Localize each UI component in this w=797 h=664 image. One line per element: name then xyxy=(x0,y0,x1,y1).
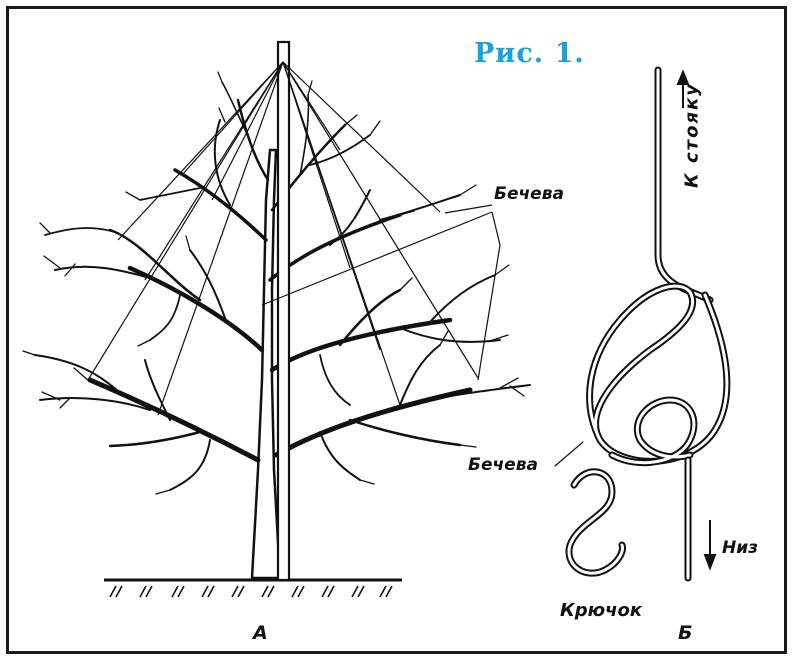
tree-branches xyxy=(22,71,531,495)
hook-label: Крючок xyxy=(560,600,643,621)
twine-label-a: Бечева xyxy=(494,184,564,204)
arrow-up-icon xyxy=(676,69,690,108)
panel-a-label: А xyxy=(253,622,268,644)
ground xyxy=(104,578,402,598)
twine-label-b: Бечева xyxy=(468,455,538,475)
knot-detail xyxy=(554,66,731,582)
tree-trunk xyxy=(250,148,282,580)
twine-lines xyxy=(87,61,479,416)
figure-title: Рис. 1. xyxy=(474,38,585,69)
twine-leaders xyxy=(261,204,501,381)
panel-b-label: Б xyxy=(678,622,693,644)
down-label: Низ xyxy=(722,538,759,558)
support-pole xyxy=(276,40,291,582)
arrow-down-icon xyxy=(703,520,717,571)
figure-frame xyxy=(6,6,787,654)
to-post-label: К стояку xyxy=(681,82,703,188)
